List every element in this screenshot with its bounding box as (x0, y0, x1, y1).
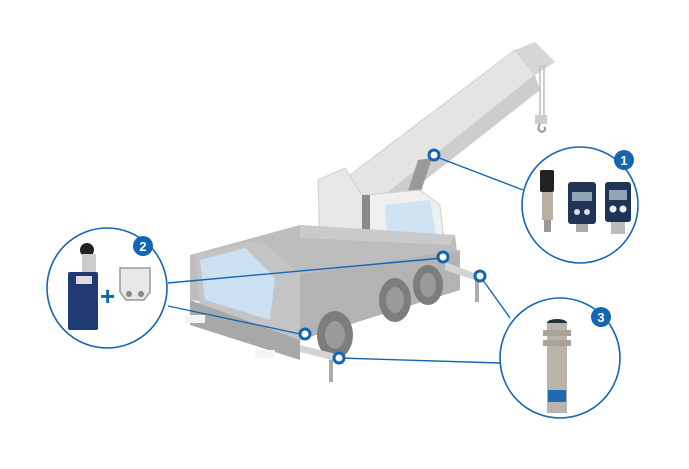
crane-illustration (185, 42, 555, 382)
limit-switch-group (68, 243, 151, 330)
callout-lines (167, 155, 524, 364)
pressure-sensor-group (540, 170, 631, 234)
plus-sign: + (100, 281, 116, 311)
callout-badge-2: 2 (133, 236, 153, 256)
callout-badge-1: 1 (614, 150, 634, 170)
callout-badge-3: 3 (591, 307, 611, 327)
attach-points (298, 148, 487, 365)
proximity-sensor-group (543, 319, 571, 413)
